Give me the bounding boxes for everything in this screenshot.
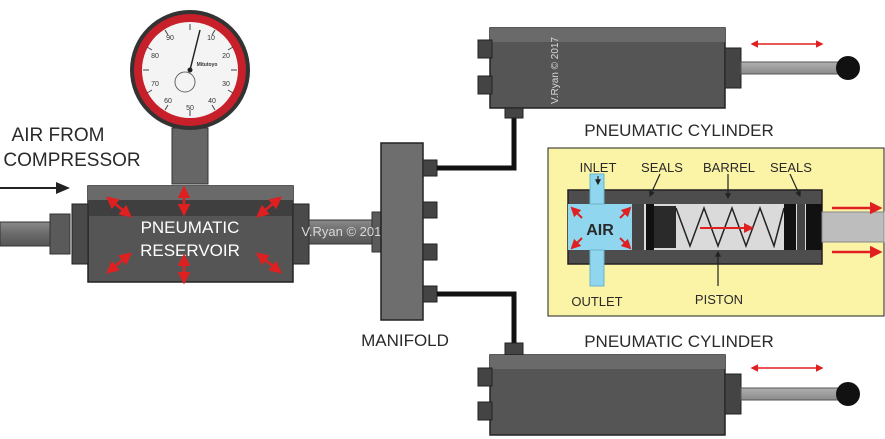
cylinder-cutaway-panel — [547, 147, 885, 317]
outlet-label: OUTLET — [571, 294, 622, 309]
watermark-cylinder: V.Ryan © 2017 — [550, 37, 561, 104]
piston-label: PISTON — [695, 292, 743, 307]
reservoir-pressure-arrows — [106, 185, 282, 285]
reservoir-label-line2: RESERVOIR — [140, 241, 240, 260]
manifold-port-4 — [422, 285, 438, 303]
gauge-tick-50: 50 — [186, 105, 194, 112]
gauge-subdial — [174, 71, 196, 93]
bottom-cylinder-port-1 — [477, 367, 493, 387]
cutaway-right-seal-c — [806, 204, 822, 250]
manifold-port-3 — [422, 243, 438, 261]
inlet-label: INLET — [580, 160, 617, 175]
watermark-main: V.Ryan © 2017 — [301, 224, 388, 239]
cutaway-leader-lines — [595, 173, 801, 286]
reservoir-top-highlight — [88, 186, 293, 200]
gauge-tick-20: 20 — [222, 53, 230, 60]
gauge-brand: Mitutoyo — [197, 62, 218, 68]
top-cylinder-port-1 — [477, 39, 493, 59]
top-cylinder-inlet-fitting — [504, 107, 524, 119]
gauge-tick-30: 30 — [222, 81, 230, 88]
cutaway-inlet-tube — [589, 173, 605, 205]
cutaway-right-seal-b — [797, 204, 805, 250]
gauge-stem — [171, 127, 209, 185]
manifold-port-2 — [422, 201, 438, 219]
inlet-pipe — [0, 213, 71, 255]
manifold-label: MANIFOLD — [361, 331, 449, 350]
top-cylinder-rod — [740, 61, 846, 75]
bottom-cylinder-port-2 — [477, 401, 493, 421]
gauge-tick-10: 10 — [207, 35, 215, 42]
bottom-cylinder-inlet-fitting — [504, 342, 524, 356]
hose-to-bottom-cylinder — [437, 291, 517, 346]
reservoir-band — [88, 200, 293, 216]
air-label: AIR — [586, 222, 614, 239]
gauge-tick-40: 40 — [208, 98, 216, 105]
pressure-gauge: 90 10 80 20 70 30 60 40 50 Mitutoyo — [130, 10, 250, 185]
top-cylinder-rod-knob — [836, 56, 860, 80]
cutaway-outlet-tube — [589, 249, 605, 287]
reservoir-left-cap — [71, 203, 89, 265]
bottom-pneumatic-cylinder — [477, 342, 860, 436]
manifold-body — [380, 142, 424, 321]
top-cylinder-highlight — [490, 28, 725, 42]
bottom-cylinder-rod-knob — [836, 382, 860, 406]
hose-to-top-cylinder — [437, 112, 517, 171]
gauge-scale-ticks — [143, 24, 237, 116]
cutaway-piston-head — [654, 206, 676, 248]
manifold — [380, 142, 438, 321]
gauge-tick-60: 60 — [164, 98, 172, 105]
seals-right-label: SEALS — [770, 160, 812, 175]
air-from-label-line2: COMPRESSOR — [3, 150, 140, 171]
bottom-cylinder-highlight — [490, 355, 725, 369]
gauge-tick-90: 90 — [166, 35, 174, 42]
gauge-needle — [189, 29, 201, 71]
top-cylinder-port-2 — [477, 75, 493, 95]
cutaway-right-seal-a — [784, 204, 796, 250]
top-cylinder-label: PNEUMATIC CYLINDER — [584, 121, 774, 140]
cutaway-piston-rod — [821, 211, 885, 243]
air-from-label-line1: AIR FROM — [12, 125, 105, 146]
cutaway-spring — [675, 205, 785, 249]
reservoir-label-line1: PNEUMATIC — [141, 218, 240, 237]
bottom-cylinder-label: PNEUMATIC CYLINDER — [584, 332, 774, 351]
top-pneumatic-cylinder — [477, 27, 860, 119]
cutaway-air-arrows — [570, 206, 632, 250]
top-cylinder-end-cap — [724, 47, 742, 89]
barrel-label: BARREL — [703, 160, 755, 175]
air-inflow-arrow — [0, 182, 70, 194]
cutaway-left-seal-b — [646, 204, 654, 250]
gauge-hub — [187, 67, 193, 73]
bottom-cylinder-end-cap — [724, 373, 742, 415]
seals-left-label: SEALS — [641, 160, 683, 175]
bottom-cylinder-rod — [740, 387, 846, 401]
manifold-port-1 — [422, 159, 438, 177]
cutaway-left-seal-a — [632, 204, 644, 250]
gauge-tick-80: 80 — [151, 53, 159, 60]
gauge-tick-70: 70 — [151, 81, 159, 88]
